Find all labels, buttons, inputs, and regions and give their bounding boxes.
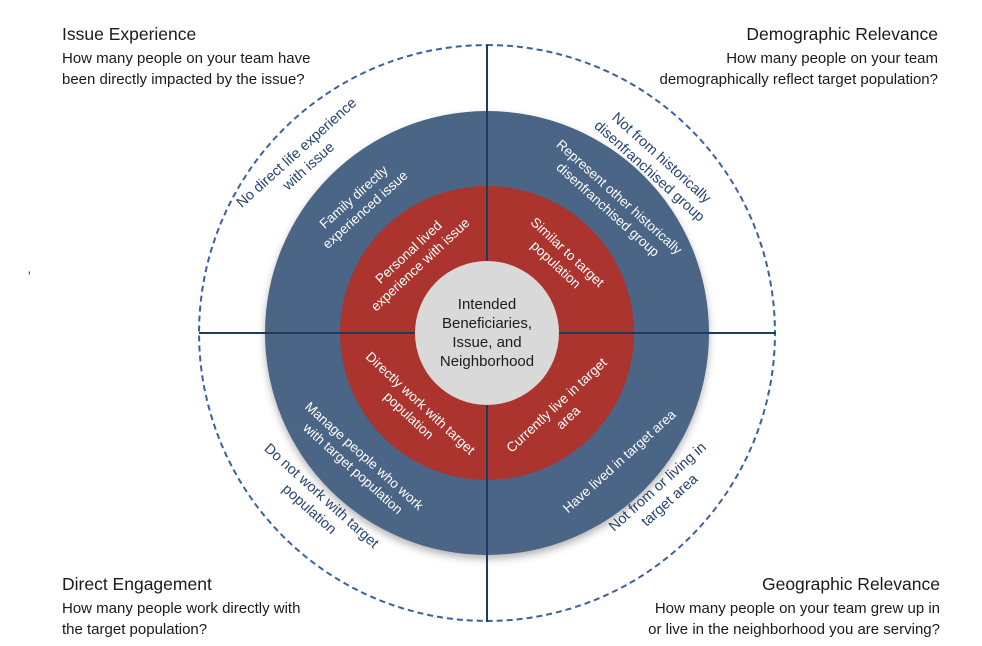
quadrant-heading-demographic-relevance: Demographic Relevance How many people on… — [659, 24, 938, 90]
quadrant-subtitle: How many people work directly with the t… — [62, 600, 301, 638]
quadrant-heading-direct-engagement: Direct Engagement How many people work d… — [62, 574, 300, 640]
quadrant-title: Issue Experience — [62, 24, 197, 44]
quadrant-title: Demographic Relevance — [746, 24, 938, 44]
quadrant-subtitle: How many people on your team grew up in … — [648, 600, 940, 638]
quadrant-subtitle: How many people on your team have been d… — [62, 50, 311, 88]
quadrant-title: Geographic Relevance — [761, 574, 940, 594]
quadrant-subtitle: How many people on your team demographic… — [659, 50, 938, 88]
quadrant-title: Direct Engagement — [62, 574, 212, 594]
center-circle: Intended Beneficiaries, Issue, and Neigh… — [415, 261, 559, 405]
center-label: Intended Beneficiaries, Issue, and Neigh… — [439, 295, 535, 371]
stray-tick-mark: ' — [28, 268, 31, 284]
quadrant-heading-issue-experience: Issue Experience How many people on your… — [62, 24, 310, 90]
quadrant-heading-geographic-relevance: Geographic Relevance How many people on … — [648, 574, 940, 640]
